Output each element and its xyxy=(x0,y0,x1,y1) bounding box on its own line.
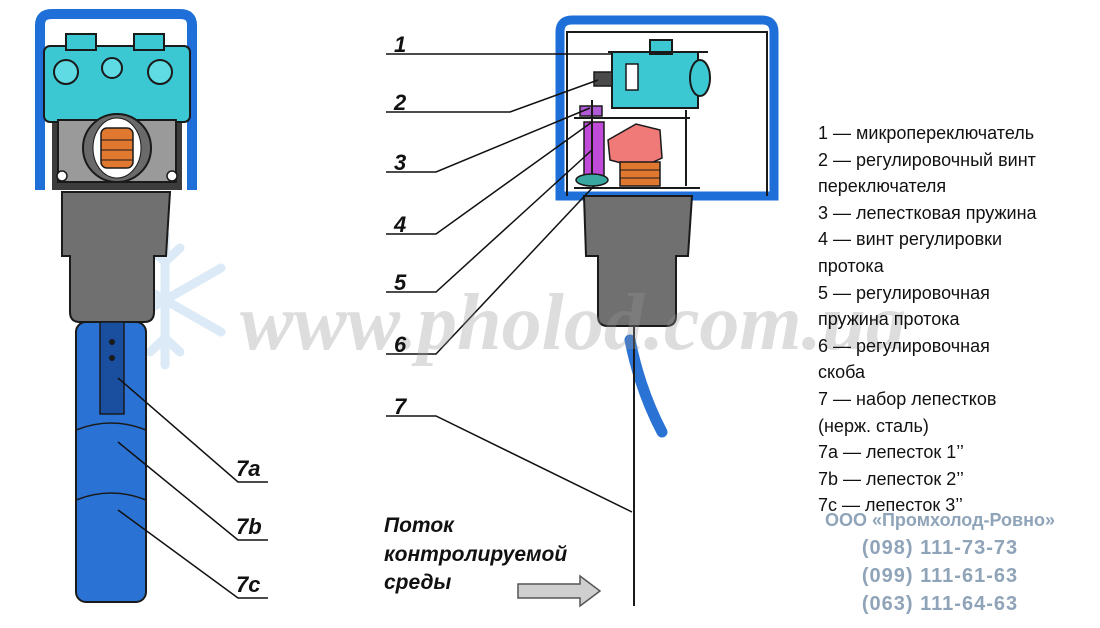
company-info: ООО «Промхолод-Ровно» (098) 111-73-73 (0… xyxy=(790,506,1090,618)
legend-line: 3 — лепестковая пружина xyxy=(818,202,1037,223)
callout-7b: 7b xyxy=(236,514,262,539)
company-phone: (099) 111-61-63 xyxy=(861,565,1019,587)
left-screw-2 xyxy=(147,59,173,85)
watermark-text: www.pholod.com.ua xyxy=(240,279,907,367)
legend-line: пружина протока xyxy=(818,309,960,330)
legend-line: 7a — лепесток 1’’ xyxy=(818,442,964,463)
legend-line: 1 — микропереключатель xyxy=(818,123,1035,143)
right-flow-spring xyxy=(583,121,605,179)
flow-label: Поток контролируемой среды xyxy=(384,512,567,598)
left-switch-terminal-2 xyxy=(133,33,165,51)
flow-label-line: Поток xyxy=(384,514,454,537)
legend-line: 7c — лепесток 3’’ xyxy=(818,495,963,516)
company-phone: (098) 111-73-73 xyxy=(861,537,1019,559)
right-microswitch xyxy=(611,51,699,109)
legend-line: 2 — регулировочный винт xyxy=(818,149,1036,170)
left-screw-1 xyxy=(53,59,79,85)
legend-line: (нерж. сталь) xyxy=(818,415,929,436)
flow-label-line: контролируемой xyxy=(384,542,568,566)
right-paddle xyxy=(624,334,668,438)
right-device xyxy=(555,15,779,606)
legend-line: 4 — винт регулировки xyxy=(818,229,1003,250)
legend-line: переключателя xyxy=(818,176,947,197)
left-screw-3 xyxy=(101,57,123,79)
legend-line: 7 — набор лепестков xyxy=(818,388,997,409)
parts-legend: 1 — микропереключатель 2 — регулировочны… xyxy=(818,120,1098,519)
callout-7c: 7c xyxy=(236,572,261,597)
company-name: ООО «Промхолод-Ровно» xyxy=(824,510,1055,530)
flow-arrow xyxy=(517,574,602,608)
flow-label-line: среды xyxy=(384,571,452,594)
right-bracket xyxy=(607,123,663,169)
callout-2: 2 xyxy=(394,90,407,115)
left-device xyxy=(35,9,197,603)
right-adjust-screw xyxy=(593,71,613,87)
legend-line: 5 — регулировочная xyxy=(818,282,990,303)
callout-7: 7 xyxy=(394,394,407,419)
callout-3: 3 xyxy=(394,150,407,175)
legend-line: 6 — регулировочная xyxy=(818,335,990,356)
left-switch-terminal-1 xyxy=(65,33,97,51)
left-spring xyxy=(100,127,134,169)
left-paddle-shaft xyxy=(99,321,125,415)
right-body xyxy=(582,195,694,327)
left-body xyxy=(61,191,172,323)
company-phone: (063) 111-64-63 xyxy=(861,593,1019,615)
callout-1: 1 xyxy=(394,32,407,57)
legend-line: 7b — лепесток 2’’ xyxy=(818,468,964,489)
left-leader-lines xyxy=(117,377,268,599)
right-leader-lines xyxy=(386,53,633,513)
legend-line: скоба xyxy=(818,362,865,383)
legend-line: протока xyxy=(818,255,884,276)
callout-7a: 7a xyxy=(236,456,261,481)
callout-5: 5 xyxy=(394,270,407,295)
left-cover xyxy=(35,9,197,190)
callout-6: 6 xyxy=(394,332,407,357)
callout-4: 4 xyxy=(394,212,407,237)
